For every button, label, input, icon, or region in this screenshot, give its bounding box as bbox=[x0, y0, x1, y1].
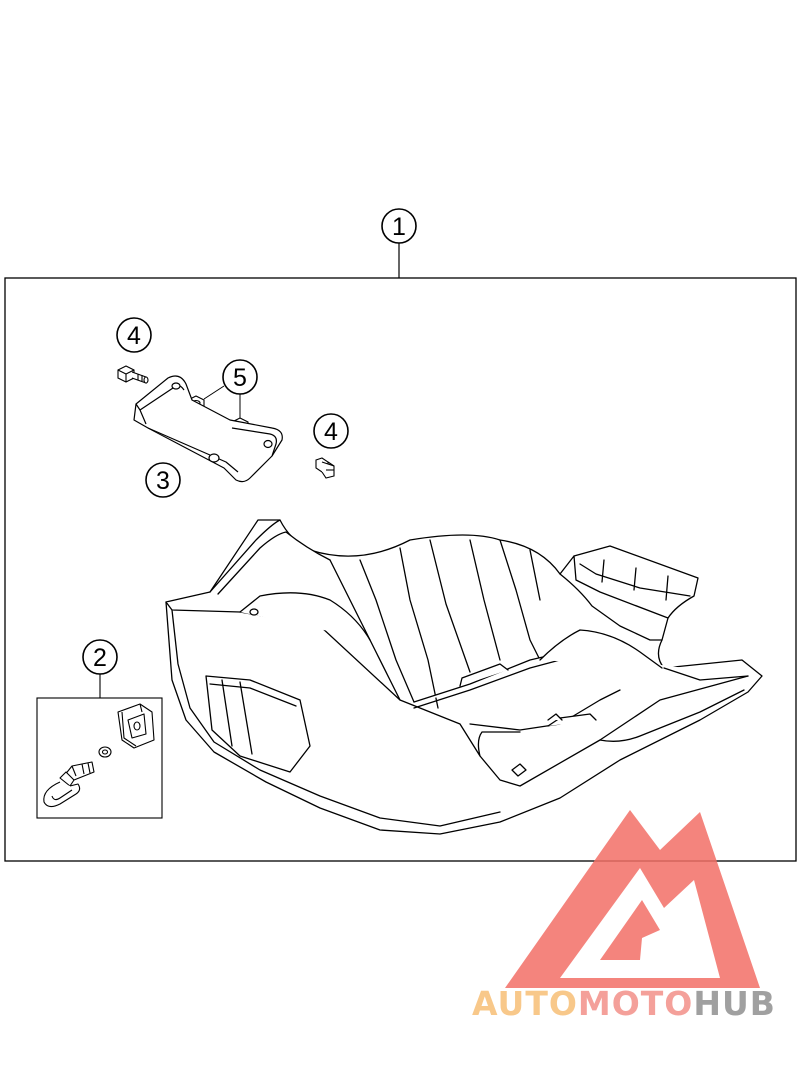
watermark-moto: MOTO bbox=[578, 984, 693, 1023]
callout-5-label: 5 bbox=[233, 364, 247, 392]
bracket-part-3[interactable] bbox=[133, 375, 283, 483]
watermark-auto: AUTO bbox=[472, 984, 578, 1023]
callout-1[interactable]: 1 bbox=[381, 208, 417, 244]
subassembly-box bbox=[36, 697, 163, 819]
callout-3[interactable]: 3 bbox=[145, 462, 181, 498]
bolt-part-4-right[interactable] bbox=[315, 457, 335, 479]
callout-3-label: 3 bbox=[156, 467, 170, 495]
callout-2-label: 2 bbox=[93, 644, 107, 672]
callout-4-left[interactable]: 4 bbox=[116, 317, 152, 353]
callout-4-right-label: 4 bbox=[324, 418, 338, 446]
automotohub-logo-icon bbox=[505, 810, 760, 988]
watermark: AUTOMOTOHUB bbox=[472, 984, 776, 1023]
watermark-hub: HUB bbox=[693, 984, 776, 1023]
callout-4-right[interactable]: 4 bbox=[313, 413, 349, 449]
bolt-part-4-left[interactable] bbox=[117, 365, 149, 384]
callout-5[interactable]: 5 bbox=[222, 359, 258, 395]
svg-text:AUTOMOTOHUB: AUTOMOTOHUB bbox=[472, 984, 776, 1023]
quick-release-pin-part-2[interactable] bbox=[43, 761, 95, 808]
callout-2[interactable]: 2 bbox=[82, 639, 118, 698]
clip-part-2[interactable] bbox=[117, 703, 155, 749]
assembly-frame bbox=[4, 243, 797, 862]
skid-plate-part-1[interactable] bbox=[165, 519, 763, 835]
callout-1-label: 1 bbox=[392, 213, 406, 241]
callout-4-left-label: 4 bbox=[127, 322, 141, 350]
washer-part-2[interactable] bbox=[98, 746, 112, 758]
